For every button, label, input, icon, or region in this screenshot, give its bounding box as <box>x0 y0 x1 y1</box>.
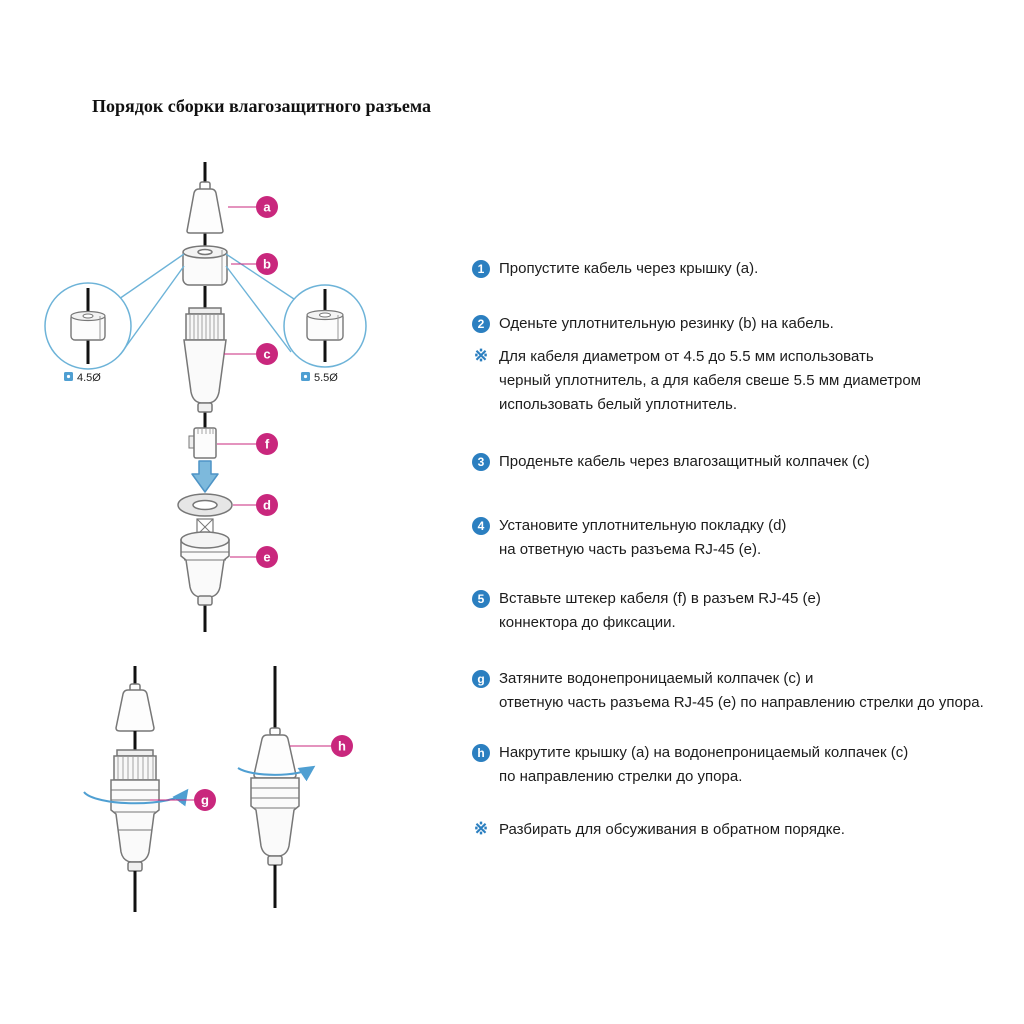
assembly-diagram: 4.5Ø 5.5Ø <box>44 162 367 912</box>
rotate-arrow-icon <box>237 765 316 782</box>
inset-grommet-right: 5.5Ø <box>283 284 367 384</box>
svg-text:g: g <box>201 793 209 808</box>
step-5-text: Вставьте штекер кабеля (f) в разъем RJ-4… <box>499 590 821 631</box>
part-gasket-d <box>177 493 233 517</box>
step-h: h Накрутите крышку (a) на водонепроницае… <box>472 741 1017 789</box>
callout-c: c <box>224 343 278 365</box>
svg-text:a: a <box>263 200 271 215</box>
svg-text:b: b <box>263 257 271 272</box>
step-3-text: Проденьте кабель через влагозащитный кол… <box>499 453 870 470</box>
insert-arrow-icon <box>191 460 219 493</box>
step-g-text: Затяните водонепроницаемый колпачек (c) … <box>499 670 984 711</box>
note-disassembly-text: Разбирать для обсуживания в обратном пор… <box>499 821 845 838</box>
part-cap-c <box>183 307 227 413</box>
step-1: 1 Пропустите кабель через крышку (a). <box>472 257 1017 281</box>
inset-grommet-left: 4.5Ø <box>44 282 132 384</box>
callout-b: b <box>231 253 278 275</box>
step-2-badge: 2 <box>472 315 490 333</box>
step-h-badge: h <box>472 744 490 762</box>
callout-d: d <box>233 494 278 516</box>
step-3: 3 Проденьте кабель через влагозащитный к… <box>472 450 1017 474</box>
part-grommet-b <box>182 245 228 286</box>
callout-g: g <box>150 789 216 811</box>
note-disassembly: ※ Разбирать для обсуживания в обратном п… <box>472 818 1017 842</box>
note-grommet: ※ Для кабеля диаметром от 4.5 до 5.5 мм … <box>472 345 1017 417</box>
svg-text:h: h <box>338 739 346 754</box>
step-2-text: Оденьте уплотнительную резинку (b) на ка… <box>499 315 834 332</box>
svg-text:f: f <box>265 437 270 452</box>
callout-h: h <box>290 735 353 757</box>
part-cap-a <box>186 181 224 234</box>
step-2: 2 Оденьте уплотнительную резинку (b) на … <box>472 312 1017 336</box>
step-4-text: Установите уплотнительную покладку (d) н… <box>499 517 787 558</box>
step-g: g Затяните водонепроницаемый колпачек (c… <box>472 667 1017 715</box>
svg-text:c: c <box>263 347 270 362</box>
step-1-text: Пропустите кабель через крышку (a). <box>499 260 759 277</box>
inset-right-label: 5.5Ø <box>314 372 338 384</box>
note-grommet-text: Для кабеля диаметром от 4.5 до 5.5 мм ис… <box>499 348 921 413</box>
step-5-badge: 5 <box>472 590 490 608</box>
note-icon: ※ <box>473 819 489 838</box>
step-4-badge: 4 <box>472 517 490 535</box>
inset-connector-lines <box>118 253 295 353</box>
step-5: 5 Вставьте штекер кабеля (f) в разъем RJ… <box>472 587 1017 635</box>
callout-e: e <box>230 546 278 568</box>
rotate-arrow-icon <box>83 788 189 807</box>
part-coupler-e <box>180 518 230 606</box>
step-1-badge: 1 <box>472 260 490 278</box>
callouts: a b c f d <box>217 196 278 568</box>
step-4: 4 Установите уплотнительную покладку (d)… <box>472 514 1017 562</box>
callout-f: f <box>217 433 278 455</box>
assembly-g: g <box>83 666 216 912</box>
part-plug-f <box>188 427 217 459</box>
step-g-badge: g <box>472 670 490 688</box>
callout-a: a <box>228 196 278 218</box>
step-3-badge: 3 <box>472 453 490 471</box>
assembly-h: h <box>237 666 353 908</box>
svg-text:d: d <box>263 498 271 513</box>
svg-text:e: e <box>263 550 270 565</box>
page-title: Порядок сборки влагозащитного разъема <box>92 96 432 116</box>
inset-left-label: 4.5Ø <box>77 372 101 384</box>
note-icon: ※ <box>473 346 489 365</box>
step-h-text: Накрутите крышку (a) на водонепроницаемы… <box>499 744 909 785</box>
